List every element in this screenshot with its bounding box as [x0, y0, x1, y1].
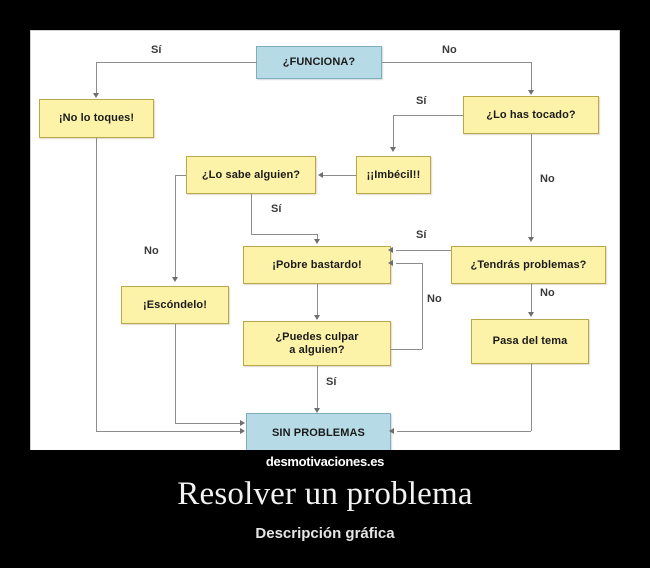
- node-escondelo-label: ¡Escóndelo!: [142, 298, 208, 311]
- edge-tendras-no-arrow: [528, 312, 534, 317]
- edge-sabe-no-h1: [175, 175, 186, 176]
- node-imbecil-label: ¡¡Imbécil!!: [366, 168, 421, 181]
- edge-label-sabe-si: Sí: [271, 203, 282, 215]
- edge-tendras-si-h1: [396, 250, 451, 251]
- node-pasa-del-tema[interactable]: Pasa del tema: [471, 319, 589, 364]
- node-escondelo[interactable]: ¡Escóndelo!: [121, 286, 229, 324]
- edge-pasa-v1: [531, 364, 532, 431]
- watermark-text: desmotivaciones.es: [265, 453, 385, 469]
- edge-funciona-no-arrow: [528, 90, 534, 95]
- node-lo-sabe-alguien-label: ¿Lo sabe alguien?: [201, 168, 301, 181]
- edge-funciona-no-h1: [382, 62, 531, 63]
- edge-sabe-si-h1: [251, 234, 317, 235]
- node-no-lo-toques-label: ¡No lo toques!: [58, 112, 135, 125]
- edge-sabe-no-v1: [175, 175, 176, 279]
- edge-escondelo-h1: [175, 423, 242, 424]
- edge-tocado-no-arrow: [528, 237, 534, 242]
- edge-funciona-si-v1: [96, 62, 97, 95]
- edge-label-tendras-si: Sí: [416, 229, 427, 241]
- node-puedes-culpar[interactable]: ¿Puedes culpar a alguien?: [243, 321, 391, 366]
- edge-label-tocado-si: Sí: [416, 95, 427, 107]
- edge-culpar-no-h2: [396, 263, 422, 264]
- edge-tocado-si-v1: [393, 115, 394, 149]
- edge-tocado-si-arrow: [390, 147, 396, 152]
- node-sin-problemas[interactable]: SIN PROBLEMAS: [246, 413, 391, 453]
- edge-sabe-si-v1: [251, 194, 252, 234]
- watermark-bar: desmotivaciones.es: [0, 450, 650, 472]
- edge-label-culpar-si: Sí: [326, 376, 337, 388]
- edge-label-sabe-no: No: [144, 245, 159, 257]
- edge-pasa-arrow: [389, 428, 394, 434]
- poster-subtitle: Descripción gráfica: [255, 525, 395, 542]
- edge-notoques-h1: [96, 431, 242, 432]
- node-puedes-culpar-line1: ¿Puedes culpar: [275, 330, 359, 343]
- edge-imbecil-to-sabe: [323, 175, 356, 176]
- edge-culpar-no-h1: [391, 349, 422, 350]
- node-tendras-problemas-label: ¿Tendrás problemas?: [470, 258, 587, 271]
- edge-pobre-to-culpar: [317, 284, 318, 317]
- edge-tendras-no-v1: [531, 284, 532, 314]
- node-funciona-label: ¿FUNCIONA?: [282, 56, 356, 69]
- node-imbecil[interactable]: ¡¡Imbécil!!: [356, 156, 431, 194]
- node-sin-problemas-label: SIN PROBLEMAS: [272, 426, 365, 439]
- node-no-lo-toques[interactable]: ¡No lo toques!: [39, 99, 154, 138]
- edge-culpar-si-v1: [317, 366, 318, 411]
- node-pobre-bastardo[interactable]: ¡Pobre bastardo!: [243, 246, 391, 284]
- node-lo-has-tocado-label: ¿Lo has tocado?: [486, 108, 576, 121]
- node-puedes-culpar-line2: a alguien?: [289, 343, 345, 356]
- node-lo-sabe-alguien[interactable]: ¿Lo sabe alguien?: [186, 156, 316, 194]
- edge-tocado-si-h1: [393, 115, 463, 116]
- edge-sabe-no-arrow: [172, 277, 178, 282]
- edge-notoques-arrow: [240, 428, 245, 434]
- edge-pobre-to-culpar-arrow: [314, 315, 320, 320]
- node-lo-has-tocado[interactable]: ¿Lo has tocado?: [463, 96, 599, 134]
- edge-label-tocado-no: No: [540, 173, 555, 185]
- edge-culpar-no-arrow: [388, 260, 393, 266]
- edge-funciona-no-v1: [531, 62, 532, 92]
- edge-sabe-si-arrow: [314, 239, 320, 244]
- edge-culpar-no-v1: [422, 263, 423, 349]
- edge-escondelo-arrow: [240, 420, 245, 426]
- edge-label-culpar-no: No: [427, 293, 442, 305]
- edge-label-funciona-si: Sí: [151, 44, 162, 56]
- edge-culpar-si-arrow: [314, 408, 320, 413]
- node-tendras-problemas[interactable]: ¿Tendrás problemas?: [451, 246, 606, 284]
- flowchart-canvas: ¿FUNCIONA? ¡No lo toques! ¿Lo has tocado…: [30, 30, 620, 455]
- edge-label-tendras-no: No: [540, 287, 555, 299]
- edge-pasa-h1: [397, 431, 531, 432]
- edge-label-funciona-no: No: [442, 44, 457, 56]
- node-pobre-bastardo-label: ¡Pobre bastardo!: [272, 258, 362, 271]
- node-pasa-del-tema-label: Pasa del tema: [492, 335, 568, 348]
- edge-sabe-si-v2: [317, 234, 318, 242]
- edge-imbecil-to-sabe-arrow: [318, 172, 323, 178]
- edge-funciona-si-h1: [96, 62, 257, 63]
- edge-tocado-no-v1: [531, 134, 532, 239]
- node-funciona[interactable]: ¿FUNCIONA?: [256, 46, 382, 79]
- poster-title: Resolver un problema: [177, 476, 473, 512]
- edge-escondelo-v1: [175, 324, 176, 423]
- edge-funciona-si-arrow: [93, 93, 99, 98]
- edge-tendras-si-arrow: [388, 247, 393, 253]
- edge-notoques-v1: [96, 138, 97, 431]
